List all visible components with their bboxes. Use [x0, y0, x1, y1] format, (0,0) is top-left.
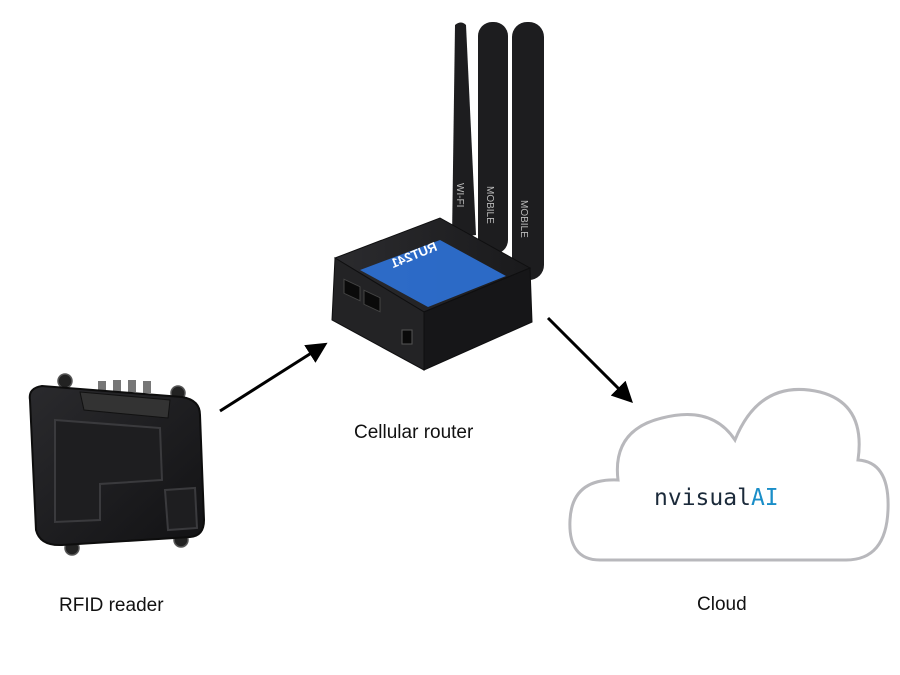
router-ethernet-port	[363, 289, 381, 313]
cloud-label: Cloud	[697, 594, 747, 615]
cellular-router-device: WI-FI MOBILE MOBILE RUT241	[331, 22, 544, 371]
router-label: Cellular router	[354, 422, 474, 443]
antenna-mobile-1	[478, 22, 508, 254]
antenna-mobile-label: MOBILE	[518, 200, 529, 238]
rfid-reader-device	[28, 373, 206, 556]
router-right-face	[423, 267, 533, 371]
antenna-wifi-label: WI-FI	[454, 183, 465, 207]
rfid-top-plate	[79, 391, 171, 419]
arrow-rfid-to-router	[219, 342, 328, 413]
rfid-reader-label: RFID reader	[59, 595, 164, 616]
router-ethernet-port	[343, 278, 361, 302]
rfid-panel	[54, 418, 164, 524]
antenna-mobile-label: MOBILE	[484, 186, 495, 224]
rfid-connector	[98, 381, 106, 393]
cloud-logo: nvisualAI	[654, 485, 779, 511]
cloud-shape: nvisualAI	[568, 387, 890, 562]
antenna-mobile-2	[512, 22, 544, 280]
arrow-router-to-cloud	[546, 316, 633, 403]
cloud-logo-accent: AI	[751, 485, 779, 511]
router-power-port	[401, 329, 413, 345]
antenna-wifi	[452, 22, 476, 238]
router-blue-panel	[360, 240, 506, 307]
rfid-mount-tab	[57, 373, 73, 389]
rfid-connector	[113, 380, 121, 392]
rfid-connector	[128, 380, 136, 392]
cloud-outline	[568, 387, 890, 562]
cloud-logo-main: nvisual	[654, 485, 751, 511]
rfid-connector	[143, 381, 151, 393]
rfid-panel	[163, 486, 199, 532]
